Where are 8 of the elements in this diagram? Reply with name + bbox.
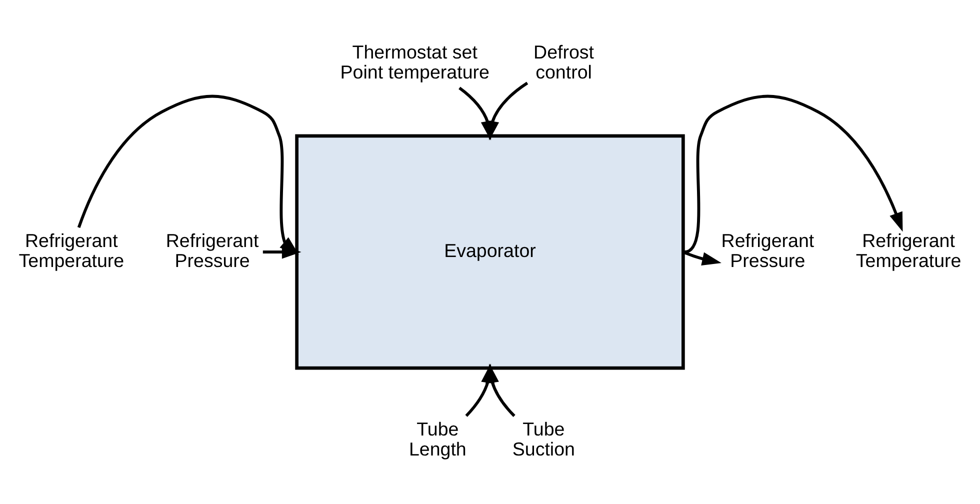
node-text: Refrigerant Pressure: [721, 230, 814, 272]
node-text: Thermostat set Point temperature: [340, 41, 490, 83]
node-text: Defrost control: [534, 41, 594, 83]
node-text: Tube Suction: [512, 418, 575, 460]
node-text: Refrigerant Temperature: [18, 230, 124, 272]
node-text: Refrigerant Temperature: [856, 230, 962, 272]
node-text: Refrigerant Pressure: [166, 230, 259, 272]
node-text: Tube Length: [408, 418, 466, 460]
